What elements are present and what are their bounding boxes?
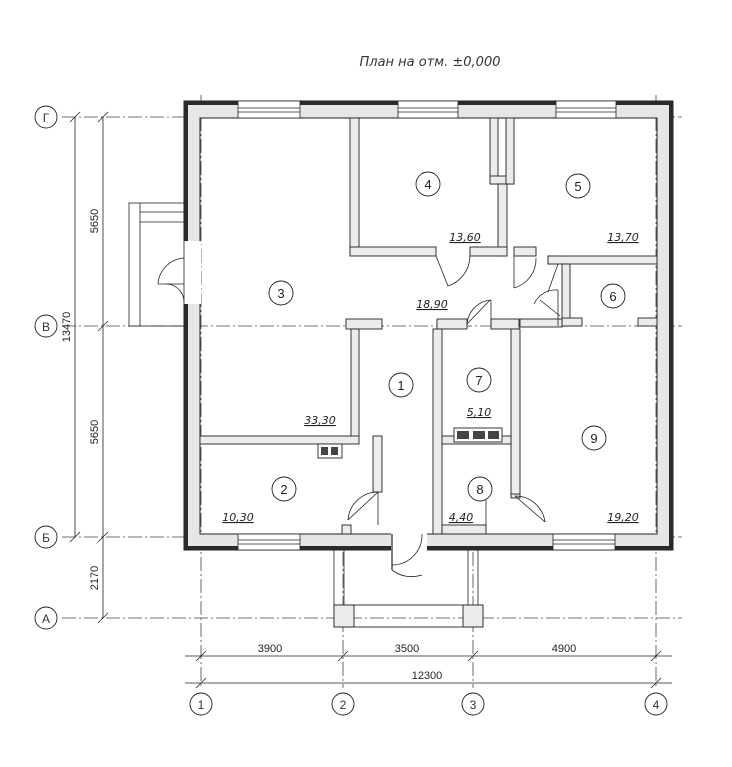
dim-total-height: 13470 bbox=[61, 312, 73, 343]
axis-bubble-v: В bbox=[34, 314, 58, 338]
axis-bubble-3: 3 bbox=[461, 692, 485, 716]
room-area: 10,30 bbox=[222, 511, 254, 524]
svg-text:1: 1 bbox=[198, 698, 205, 712]
room-number: 3 bbox=[277, 286, 284, 301]
room-area: 13,70 bbox=[607, 231, 639, 244]
axis-bubble-2: 2 bbox=[331, 692, 355, 716]
door-swings bbox=[347, 255, 561, 525]
room-7: 7 5,10 bbox=[466, 367, 492, 419]
room-number: 5 bbox=[574, 179, 581, 194]
room-2: 2 10,30 bbox=[222, 476, 297, 524]
room-area: 33,30 bbox=[304, 414, 336, 427]
room-area: 4,40 bbox=[449, 511, 474, 524]
room-area: 19,20 bbox=[607, 511, 639, 524]
room-number: 4 bbox=[424, 177, 431, 192]
room-number: 8 bbox=[476, 482, 483, 497]
dim-height-1: 5650 bbox=[89, 209, 101, 233]
room-area: 13,60 bbox=[449, 231, 481, 244]
interior-walls bbox=[199, 117, 658, 535]
svg-text:В: В bbox=[42, 320, 50, 334]
svg-text:3: 3 bbox=[470, 698, 477, 712]
vertical-dimensions: 13470 5650 5650 2170 bbox=[61, 111, 109, 624]
room-number: 7 bbox=[475, 373, 482, 388]
svg-text:Г: Г bbox=[43, 111, 50, 125]
room-number: 6 bbox=[609, 289, 616, 304]
room-1: 1 bbox=[388, 372, 414, 398]
svg-text:2: 2 bbox=[340, 698, 347, 712]
dim-total-width: 12300 bbox=[412, 670, 443, 682]
room-3: 3 33,30 bbox=[268, 280, 336, 427]
plan-title: План на отм. ±0,000 bbox=[360, 55, 501, 70]
axis-bubble-b: Б bbox=[34, 525, 58, 549]
svg-text:Б: Б bbox=[42, 531, 50, 545]
horizontal-dimensions: 3900 3500 4900 12300 bbox=[185, 643, 672, 689]
dim-height-2: 5650 bbox=[89, 420, 101, 444]
dim-width-3: 4900 bbox=[552, 643, 576, 655]
room-8: 8 4,40 bbox=[449, 476, 493, 524]
axis-bubble-a: А bbox=[34, 606, 58, 630]
room-area: 5,10 bbox=[467, 406, 492, 419]
room-number: 9 bbox=[590, 431, 597, 446]
side-porch bbox=[128, 202, 185, 327]
dim-width-1: 3900 bbox=[258, 643, 282, 655]
room-9: 9 19,20 bbox=[581, 425, 639, 524]
room-number: 2 bbox=[280, 482, 287, 497]
exterior-walls bbox=[183, 100, 674, 551]
room-number: 1 bbox=[397, 378, 404, 393]
room-6: 6 bbox=[600, 283, 626, 309]
front-porch bbox=[333, 533, 484, 628]
axis-bubble-g: Г bbox=[34, 105, 58, 129]
svg-text:А: А bbox=[42, 612, 50, 626]
axis-bubble-4: 4 bbox=[644, 692, 668, 716]
vent-blocks bbox=[317, 427, 503, 459]
axis-bubble-1: 1 bbox=[189, 692, 213, 716]
svg-text:4: 4 bbox=[653, 698, 660, 712]
dim-height-3: 2170 bbox=[89, 566, 101, 590]
corridor-area: 18,90 bbox=[416, 298, 448, 311]
dim-width-2: 3500 bbox=[395, 643, 419, 655]
room-5: 5 13,70 bbox=[565, 173, 639, 244]
room-4: 4 13,60 bbox=[415, 171, 481, 244]
